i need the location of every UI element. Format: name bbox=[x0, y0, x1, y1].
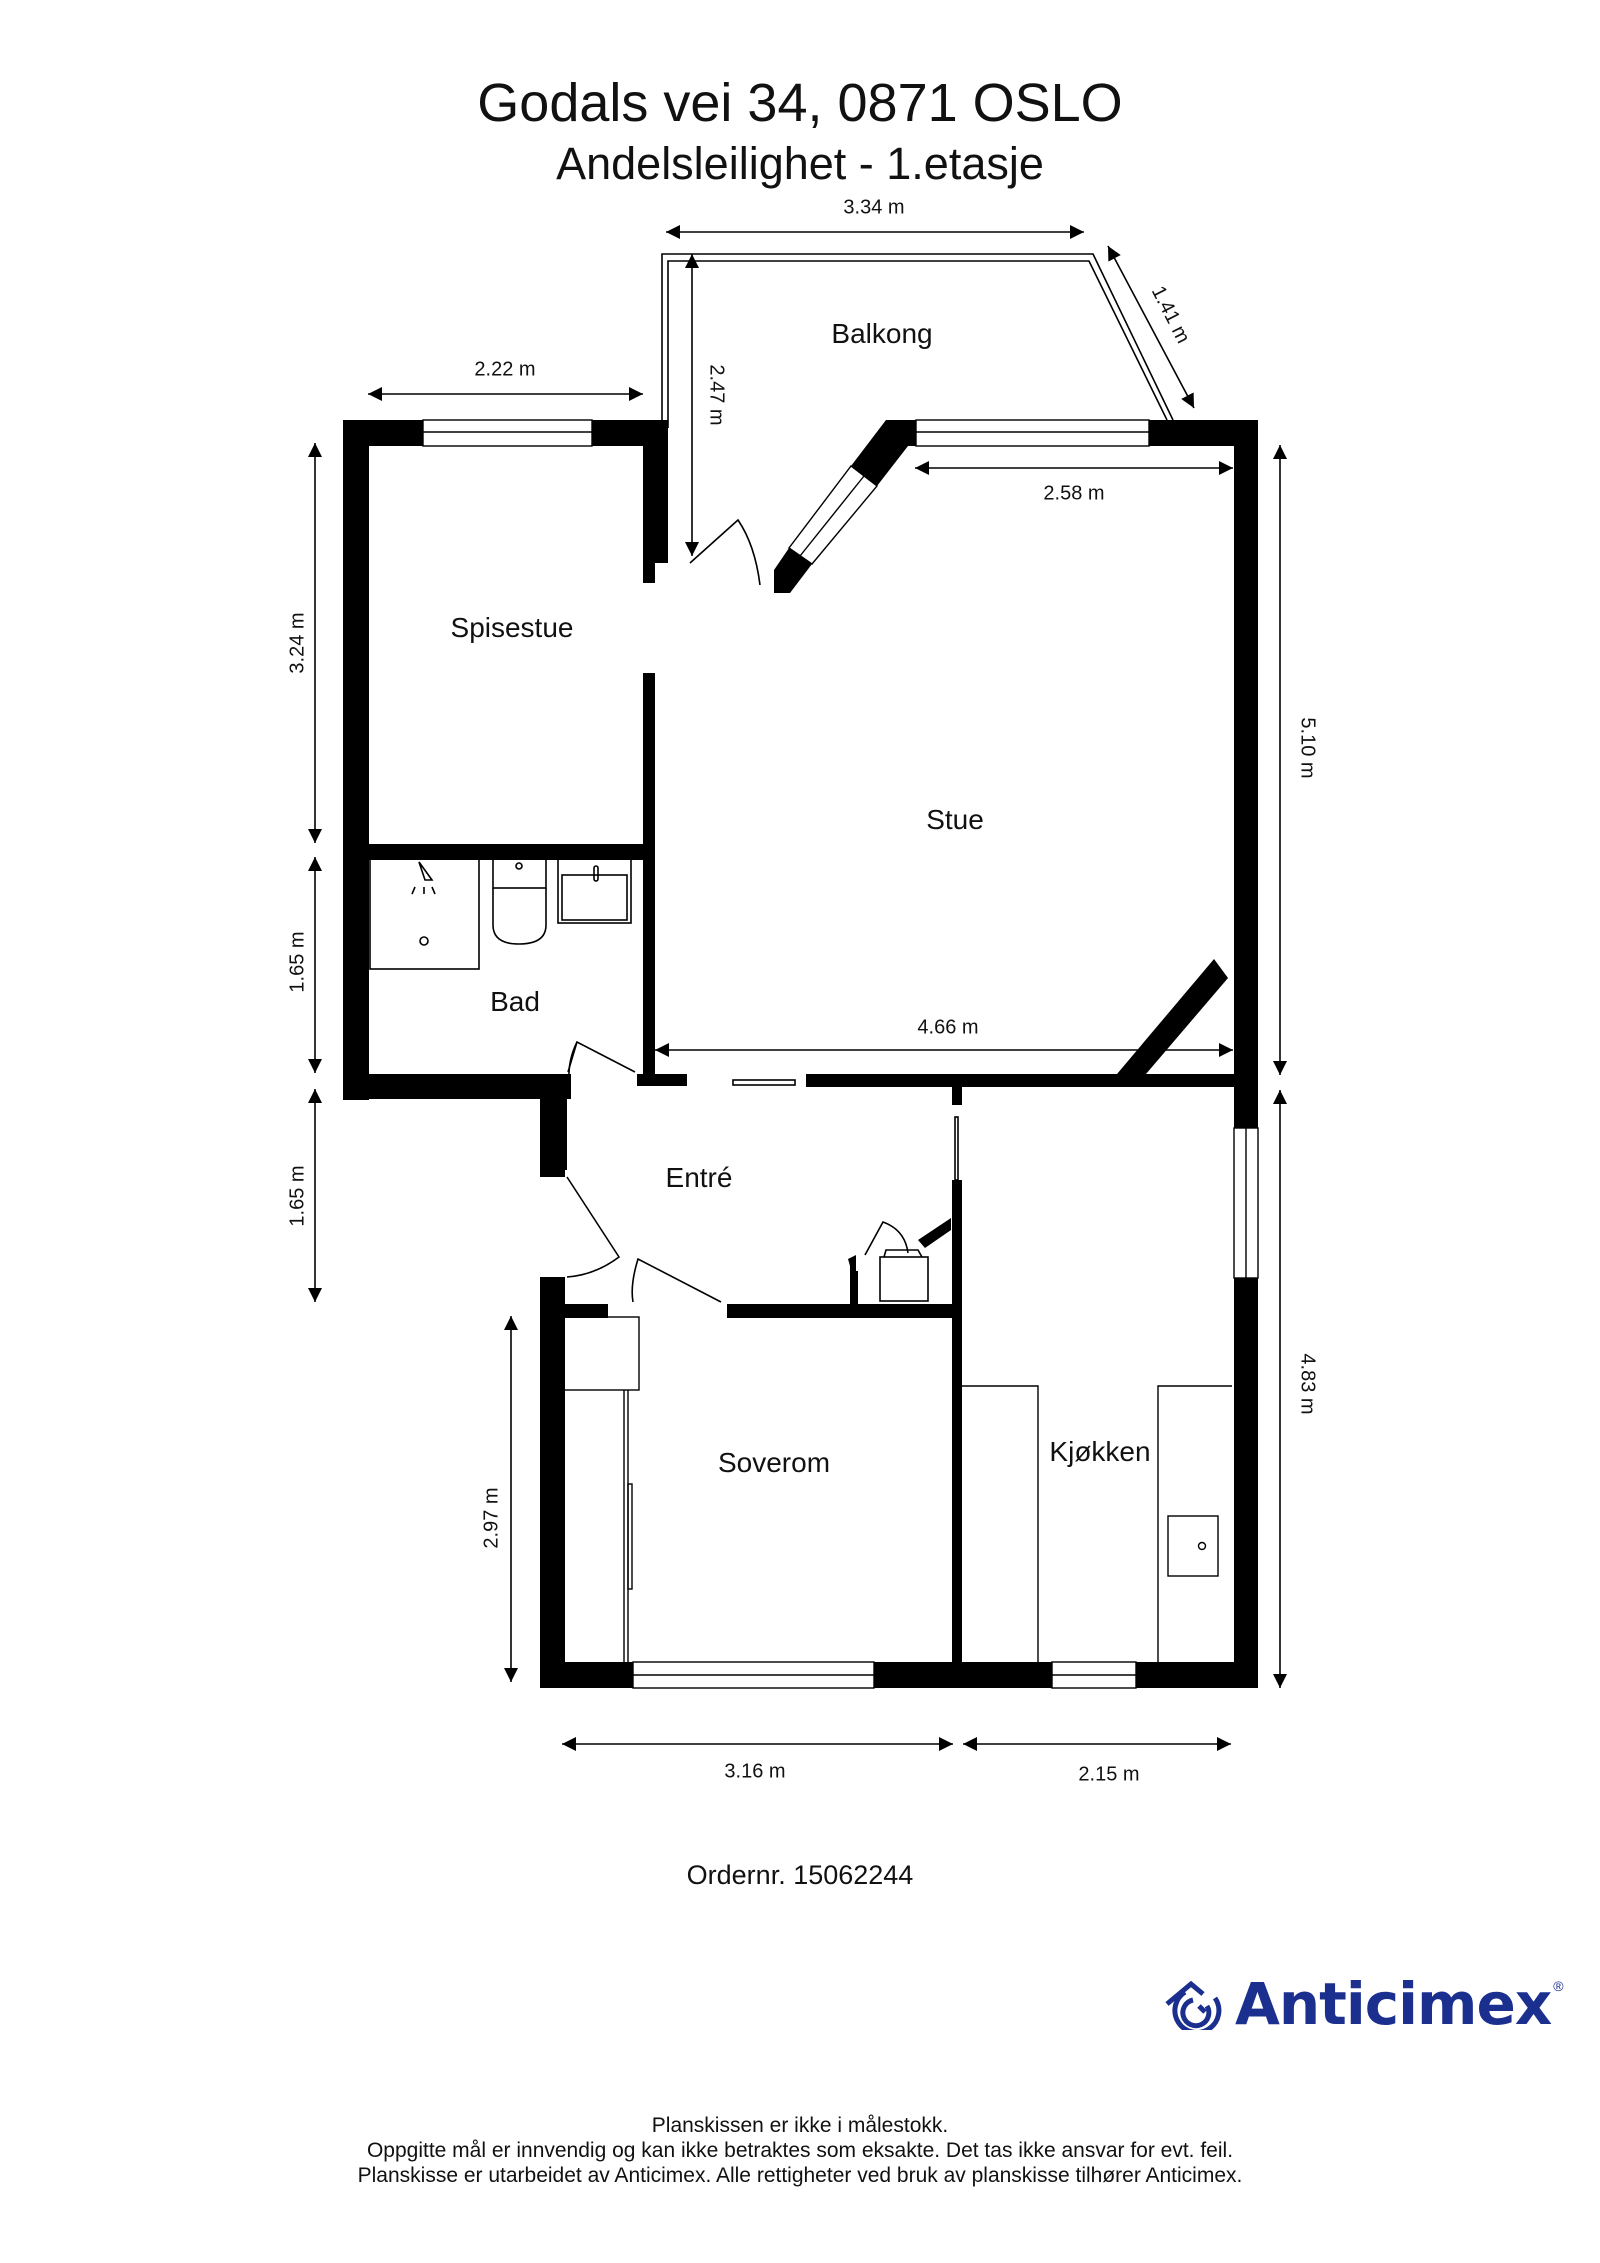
dim-kjokken-height: 4.83 m bbox=[1296, 1353, 1319, 1415]
room-label-stue: Stue bbox=[926, 804, 984, 835]
dim-stue-height: 5.10 m bbox=[1296, 717, 1319, 779]
room-label-entre: Entré bbox=[665, 1162, 733, 1193]
dim-bad-height: 1.65 m bbox=[286, 931, 309, 993]
doors bbox=[566, 518, 959, 1303]
kitchen-counters bbox=[962, 1385, 1232, 1683]
dim-stue-window-width: 2.58 m bbox=[1043, 482, 1105, 505]
page-title: Godals vei 34, 0871 OSLO bbox=[477, 73, 1123, 133]
room-label-balkong: Balkong bbox=[831, 318, 933, 349]
room-label-kjokken: Kjøkken bbox=[1049, 1436, 1151, 1467]
toilet-tank bbox=[492, 856, 547, 889]
bathroom-fixtures bbox=[369, 856, 632, 970]
disclaimer-line-1: Planskissen er ikke i målestokk. bbox=[651, 2114, 949, 2137]
sink bbox=[557, 856, 632, 924]
order-number: Ordernr. 15062244 bbox=[686, 1860, 914, 1890]
dim-spisestue-width: 2.22 m bbox=[474, 358, 536, 381]
dim-balkong-depth: 2.47 m bbox=[705, 364, 728, 426]
room-label-spisestue: Spisestue bbox=[450, 612, 574, 643]
registered-mark: ® bbox=[1553, 1978, 1564, 1994]
dim-stue-width: 4.66 m bbox=[917, 1016, 979, 1039]
dim-spisestue-height: 3.24 m bbox=[286, 612, 309, 674]
dim-entre-height: 1.65 m bbox=[286, 1165, 309, 1227]
wardrobe bbox=[561, 1316, 640, 1682]
room-label-soverom: Soverom bbox=[717, 1447, 831, 1478]
walls bbox=[343, 420, 1258, 1688]
dim-kjokken-width: 2.15 m bbox=[1078, 1763, 1140, 1786]
toilet-bowl bbox=[492, 888, 547, 945]
disclaimer-line-2: Oppgitte mål er innvendig og kan ikke be… bbox=[366, 2139, 1234, 2162]
brand-name: Anticimex bbox=[1235, 1970, 1552, 2038]
page-subtitle: Andelsleilighet - 1.etasje bbox=[556, 138, 1044, 189]
disclaimer-line-3: Planskisse er utarbeidet av Anticimex. A… bbox=[357, 2164, 1243, 2187]
dim-soverom-height: 2.97 m bbox=[480, 1487, 503, 1549]
dimension-lines bbox=[308, 225, 1287, 1751]
brand-logo: Anticimex ® bbox=[1163, 1970, 1564, 2038]
shower bbox=[369, 856, 480, 970]
anticimex-house-icon bbox=[1165, 1980, 1222, 2030]
entry-fixtures bbox=[879, 1249, 929, 1302]
dim-soverom-width: 3.16 m bbox=[724, 1760, 786, 1783]
kitchen-sink bbox=[1167, 1515, 1219, 1577]
room-label-bad: Bad bbox=[490, 986, 540, 1017]
dim-balkong-width: 3.34 m bbox=[843, 196, 905, 219]
windows bbox=[422, 419, 1259, 1689]
